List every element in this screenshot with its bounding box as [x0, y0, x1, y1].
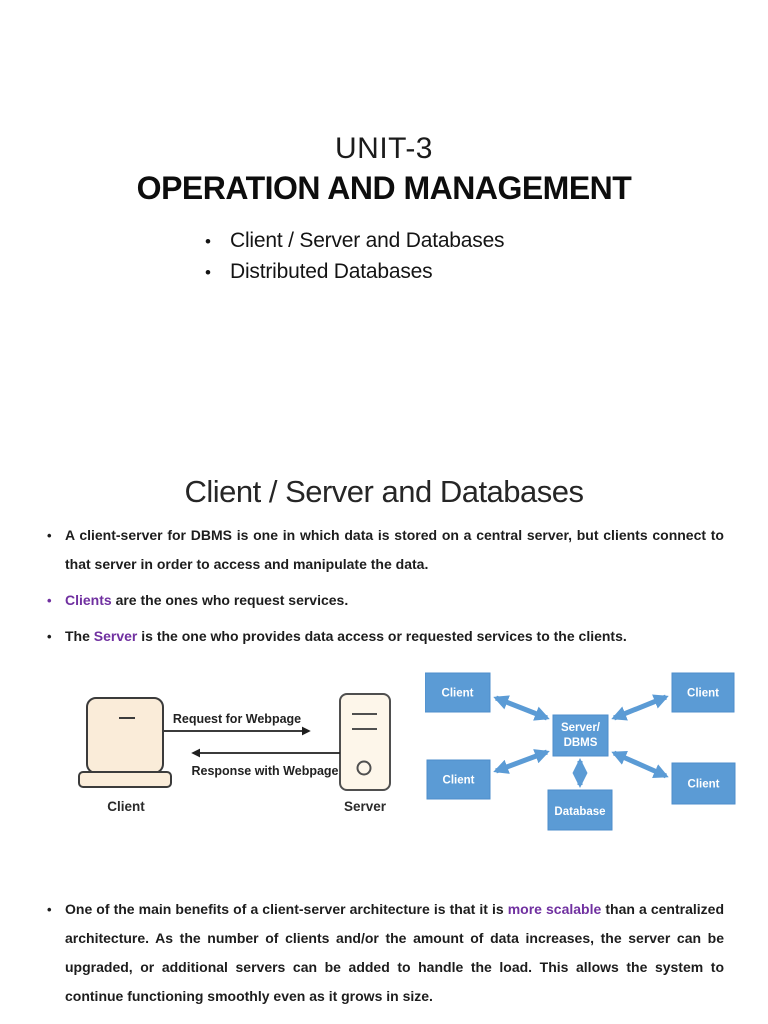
title-bullet-text: Client / Server and Databases — [230, 229, 505, 252]
server-dbms-label-line2: DBMS — [564, 737, 598, 749]
database-node — [547, 789, 613, 831]
paragraph-text: are the ones who request services. — [111, 592, 349, 608]
server-dbms-network-diagram: Client Client Client Client Server/ DBMS… — [425, 672, 736, 831]
paragraph-text: A client-server for DBMS is one in which… — [65, 527, 724, 572]
title-bullet-list: • Client / Server and Databases • Distri… — [205, 226, 505, 288]
paragraph-scalability: • One of the main benefits of a client-s… — [47, 895, 724, 1011]
bullet-icon: • — [47, 528, 52, 543]
database-node-label: Database — [554, 806, 605, 818]
client-node-label: Client — [442, 688, 474, 700]
list-item: • Client / Server and Databases — [205, 226, 505, 257]
response-arrow-label: Response with Webpage — [191, 764, 338, 778]
client-node-label: Client — [443, 775, 475, 787]
paragraph-clients: • Clients are the ones who request servi… — [47, 586, 724, 615]
request-arrow-label: Request for Webpage — [173, 712, 301, 726]
server-dbms-label-line1: Server/ — [561, 722, 601, 734]
bullet-icon: • — [47, 629, 52, 644]
laptop-icon — [78, 697, 172, 788]
keyword-clients: Clients — [65, 592, 112, 608]
unit-subtitle: OPERATION AND MANAGEMENT — [136, 170, 632, 206]
bullet-icon: • — [205, 232, 211, 251]
client-node-label: Client — [688, 779, 720, 791]
network-arrows — [493, 694, 669, 788]
keyword-server: Server — [93, 628, 138, 644]
bullet-icon: • — [205, 263, 211, 282]
title-bullet-text: Distributed Databases — [230, 260, 433, 283]
server-tower-icon — [339, 693, 391, 791]
keyword-more-scalable: more scalable — [507, 901, 602, 917]
slide-heading: Client / Server and Databases — [184, 474, 584, 509]
bullet-icon: • — [47, 902, 52, 917]
paragraph-text: One of the main benefits of a client-ser… — [65, 901, 508, 917]
client-node-label: Client — [687, 688, 719, 700]
paragraph-text: than a centralized architecture. As the … — [65, 901, 724, 1004]
paragraph-text: is the one who provides data access or r… — [137, 628, 627, 644]
paragraph-server: • The Server is the one who provides dat… — [47, 622, 724, 651]
paragraph-text: The — [65, 628, 94, 644]
client-nodes — [425, 672, 736, 805]
client-caption: Client — [107, 799, 145, 814]
list-item: • Distributed Databases — [205, 257, 504, 288]
bullet-icon: • — [47, 593, 52, 608]
unit-title: UNIT-3 — [334, 132, 433, 165]
client-server-request-diagram: Request for Webpage Response with Webpag… — [78, 693, 391, 814]
server-dbms-node — [552, 714, 609, 757]
paragraph-client-server-dbms: • A client-server for DBMS is one in whi… — [47, 521, 724, 579]
server-caption: Server — [344, 799, 387, 814]
